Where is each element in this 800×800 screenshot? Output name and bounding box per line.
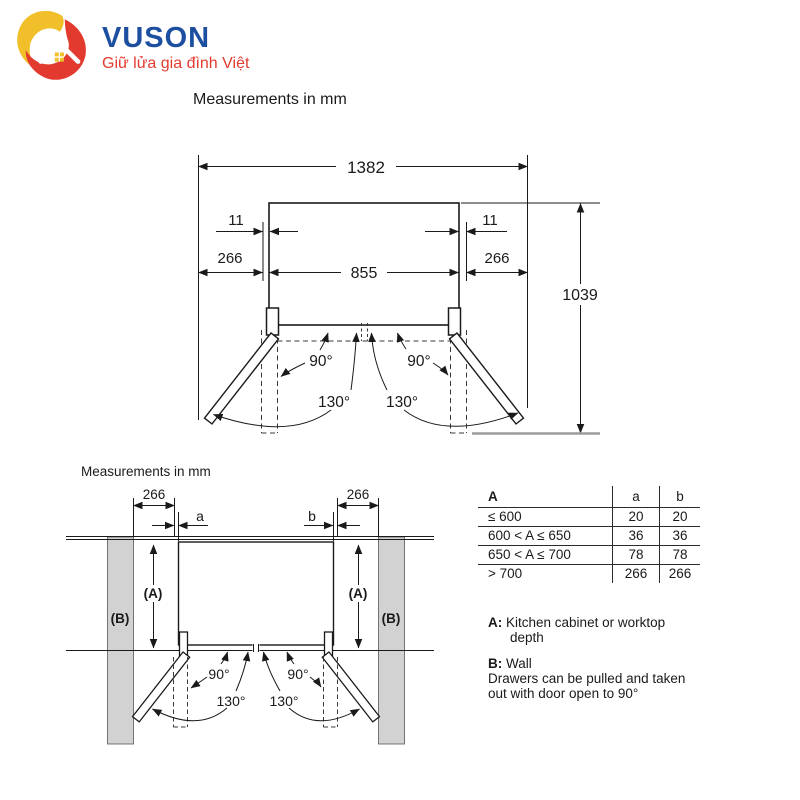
depth-label-right: (A) xyxy=(349,586,368,601)
dim-total-width: 1382 xyxy=(347,158,385,177)
clearance-table: A a b ≤ 600 20 20 600 < A ≤ 650 36 36 65… xyxy=(478,486,700,583)
dim-clearance-right: 266 xyxy=(347,487,370,502)
angle-90-right: 90° xyxy=(407,353,430,370)
door-right-130 xyxy=(321,651,381,723)
angle-90-left: 90° xyxy=(208,666,229,682)
hinge-left xyxy=(265,307,280,336)
logo-house-chimney xyxy=(45,45,51,55)
note-drawers: Drawers can be pulled and taken out with… xyxy=(488,671,738,701)
bottom-diagram-title: Measurements in mm xyxy=(81,464,211,479)
table-row: ≤ 600 20 20 xyxy=(478,508,700,527)
note-b-def: Wall xyxy=(506,656,532,671)
door-left-130 xyxy=(131,651,191,723)
note-b-term: B: xyxy=(488,656,503,671)
note-drawers-line2: out with door open to 90° xyxy=(488,686,639,701)
vuson-logo: VUSON Giữ lửa gia đình Việt xyxy=(12,6,249,84)
logo-house-roof xyxy=(38,41,81,64)
dim-gap-right: 11 xyxy=(482,212,498,229)
top-diagram: 1382 1039 11 266 855 11 266 xyxy=(198,155,606,435)
b-value-cell: 78 xyxy=(659,546,700,564)
table-header-A: A xyxy=(488,489,498,504)
swing-arc-left xyxy=(152,707,228,722)
bottom-diagram: 266 266 a b (A) (A) (B) (B) xyxy=(66,487,434,745)
dim-total-depth: 1039 xyxy=(562,287,598,304)
a-value-cell: 20 xyxy=(612,508,659,526)
note-drawers-line1: Drawers can be pulled and taken xyxy=(488,671,686,686)
brand-tagline: Giữ lửa gia đình Việt xyxy=(102,55,250,72)
table-header-b: b xyxy=(659,486,700,507)
angle-90-left: 90° xyxy=(309,353,332,370)
table-row: 600 < A ≤ 650 36 36 xyxy=(478,527,700,546)
b-value-cell: 20 xyxy=(659,508,700,526)
fridge-body-outline xyxy=(177,541,335,646)
wall-label-right: (B) xyxy=(382,611,401,626)
dim-gap-left: 11 xyxy=(228,212,244,229)
dim-b-label: b xyxy=(308,508,316,524)
door-left-130 xyxy=(203,332,280,425)
condition-cell: ≤ 600 xyxy=(488,509,522,524)
logo-window-cross xyxy=(54,52,64,62)
dim-clearance-left: 266 xyxy=(217,250,242,267)
swing-arc-left xyxy=(213,409,332,428)
note-a: A: Kitchen cabinet or worktop depth xyxy=(488,615,718,645)
door-center-gap xyxy=(253,644,259,652)
dim-a-label: a xyxy=(196,508,204,524)
swing-arc-right xyxy=(403,409,519,427)
b-value-cell: 36 xyxy=(659,527,700,545)
condition-cell: 600 < A ≤ 650 xyxy=(488,528,571,543)
vuson-logo-icon xyxy=(17,10,86,80)
top-diagram-title: Measurements in mm xyxy=(193,91,347,108)
brand-name: VUSON xyxy=(102,22,211,54)
table-row: 650 < A ≤ 700 78 78 xyxy=(478,546,700,565)
note-b: B: Wall xyxy=(488,656,728,671)
dim-inner-width: 855 xyxy=(351,265,378,282)
depth-label-left: (A) xyxy=(144,586,163,601)
table-header-row: A a b xyxy=(478,486,700,508)
door-90-position-dashed xyxy=(261,323,467,434)
condition-cell: > 700 xyxy=(488,566,523,581)
angle-130-right: 130° xyxy=(270,693,299,709)
angle-90-right: 90° xyxy=(287,666,308,682)
note-a-line1: Kitchen cabinet or worktop xyxy=(506,615,666,630)
a-value-cell: 36 xyxy=(612,527,659,545)
dim-clearance-left: 266 xyxy=(143,487,166,502)
wall-left xyxy=(107,536,134,745)
note-a-line2: depth xyxy=(510,630,544,645)
note-a-term: A: xyxy=(488,615,503,630)
door-90-position-dashed xyxy=(173,657,338,728)
dim-clearance-right: 266 xyxy=(484,250,509,267)
angle-130-right: 130° xyxy=(386,394,418,411)
a-value-cell: 78 xyxy=(612,546,659,564)
table-header-a: a xyxy=(612,486,659,507)
table-row: > 700 266 266 xyxy=(478,565,700,583)
hinge-right xyxy=(447,307,462,336)
b-value-cell: 266 xyxy=(659,565,700,583)
logo-red-swirl xyxy=(25,19,86,80)
swing-arc-right xyxy=(288,707,360,722)
wall-right xyxy=(378,536,405,745)
door-right-130 xyxy=(448,332,525,425)
wall-label-left: (B) xyxy=(111,611,130,626)
condition-cell: 650 < A ≤ 700 xyxy=(488,547,571,562)
a-value-cell: 266 xyxy=(612,565,659,583)
angle-130-left: 130° xyxy=(217,693,246,709)
angle-130-left: 130° xyxy=(318,394,350,411)
